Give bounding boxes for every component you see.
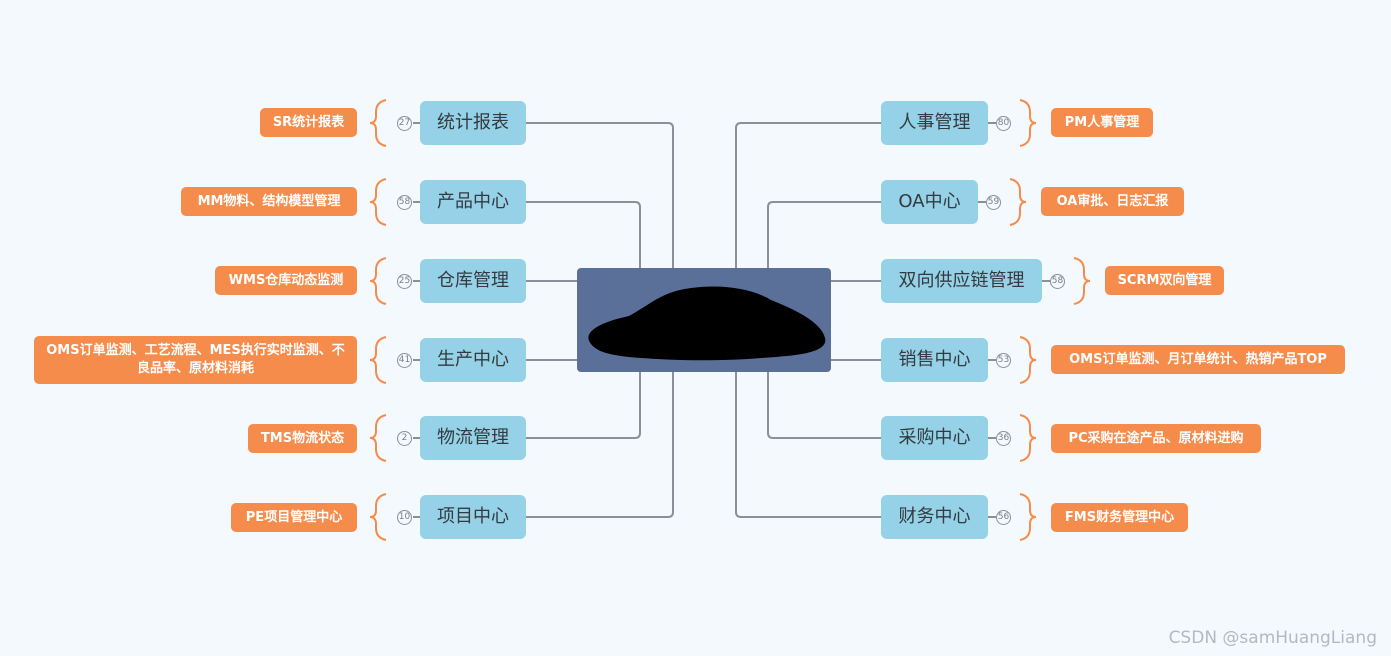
connector-left-6 — [526, 372, 674, 518]
count-badge[interactable]: 2 — [397, 431, 412, 446]
connector-right-1 — [735, 122, 881, 268]
count-badge[interactable]: 53 — [996, 353, 1011, 368]
count-badge[interactable]: 59 — [986, 195, 1001, 210]
connector-left-2 — [526, 201, 641, 268]
redacted-mark — [588, 286, 826, 361]
note-sales-center[interactable]: OMS订单监测、月订单统计、热销产品TOP — [1051, 345, 1345, 374]
count-badge[interactable]: 41 — [397, 353, 412, 368]
brace-right-4 — [1019, 336, 1037, 384]
topic-purchasing-center[interactable]: 采购中心 — [881, 416, 988, 460]
topic-finance-center[interactable]: 财务中心 — [881, 495, 988, 539]
note-project-center[interactable]: PE项目管理中心 — [231, 503, 357, 532]
note-product-center[interactable]: MM物料、结构模型管理 — [181, 187, 357, 216]
note-finance-center[interactable]: FMS财务管理中心 — [1051, 503, 1188, 532]
count-badge[interactable]: 27 — [397, 116, 412, 131]
note-logistics-management[interactable]: TMS物流状态 — [248, 424, 357, 453]
brace-right-2 — [1009, 178, 1027, 226]
topic-oa-center[interactable]: OA中心 — [881, 180, 978, 224]
connector-right-6 — [735, 372, 881, 518]
count-badge[interactable]: 10 — [397, 510, 412, 525]
count-badge[interactable]: 25 — [397, 274, 412, 289]
connector-left-1 — [526, 122, 674, 268]
note-purchasing-center[interactable]: PC采购在途产品、原材料进购 — [1051, 424, 1261, 453]
note-hr-management[interactable]: PM人事管理 — [1051, 108, 1153, 137]
central-topic[interactable] — [577, 268, 831, 372]
connector-left-5 — [526, 372, 641, 439]
brace-right-5 — [1019, 414, 1037, 462]
topic-production-center[interactable]: 生产中心 — [420, 338, 526, 382]
note-production-center[interactable]: OMS订单监测、工艺流程、MES执行实时监测、不良品率、原材料消耗 — [34, 336, 357, 384]
note-warehouse-management[interactable]: WMS仓库动态监测 — [215, 266, 357, 295]
brace-right-3 — [1073, 257, 1091, 305]
brace-right-6 — [1019, 493, 1037, 541]
watermark: CSDN @samHuangLiang — [1168, 628, 1377, 648]
count-badge[interactable]: 58 — [1050, 274, 1065, 289]
note-supply-chain-management[interactable]: SCRM双向管理 — [1105, 266, 1224, 295]
brace-right-1 — [1019, 99, 1037, 147]
count-badge[interactable]: 58 — [397, 195, 412, 210]
count-badge[interactable]: 56 — [996, 510, 1011, 525]
connector-right-5 — [767, 372, 881, 439]
topic-logistics-management[interactable]: 物流管理 — [420, 416, 526, 460]
topic-warehouse-management[interactable]: 仓库管理 — [420, 259, 526, 303]
count-badge[interactable]: 80 — [996, 116, 1011, 131]
brace-left — [369, 99, 387, 541]
note-oa-center[interactable]: OA审批、日志汇报 — [1041, 187, 1184, 216]
topic-statistics-report[interactable]: 统计报表 — [420, 101, 526, 145]
topic-supply-chain-management[interactable]: 双向供应链管理 — [881, 259, 1042, 303]
connector-right-2 — [767, 201, 881, 268]
topic-project-center[interactable]: 项目中心 — [420, 495, 526, 539]
topic-product-center[interactable]: 产品中心 — [420, 180, 526, 224]
note-statistics-report[interactable]: SR统计报表 — [260, 108, 357, 137]
topic-sales-center[interactable]: 销售中心 — [881, 338, 988, 382]
topic-hr-management[interactable]: 人事管理 — [881, 101, 988, 145]
count-badge[interactable]: 36 — [996, 431, 1011, 446]
